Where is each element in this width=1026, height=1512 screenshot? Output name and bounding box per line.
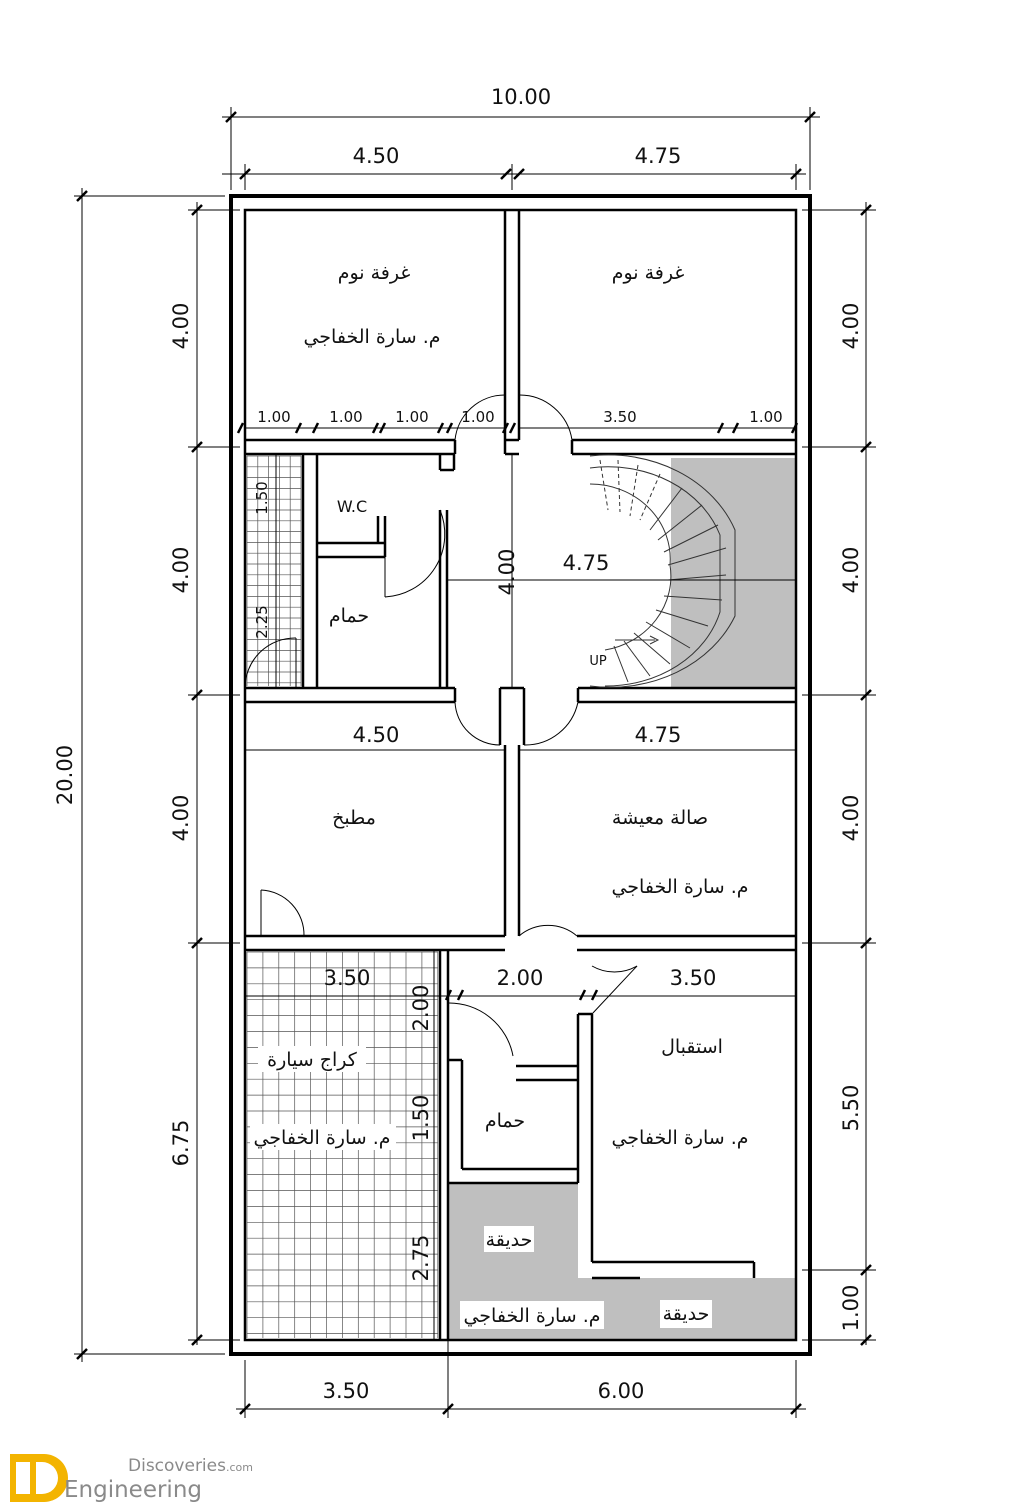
dim-right-row3: 4.00 xyxy=(839,795,863,842)
room-garden-right: حديقة xyxy=(663,1303,710,1325)
room-wc: W.C xyxy=(337,497,367,516)
room-bath-lower: حمام xyxy=(485,1110,525,1132)
watermark-logo xyxy=(10,1454,68,1502)
stair-void-hatch xyxy=(671,458,795,688)
dimension-lines xyxy=(74,107,876,1418)
watermark-brand-top: Discoveries.com xyxy=(128,1456,253,1476)
garage-labels: كراج سيارة م. سارة الخفاجي xyxy=(250,1046,396,1150)
dim-garden-275: 2.75 xyxy=(409,1235,433,1282)
dim-door-1d: 1.00 xyxy=(461,408,494,426)
garden-labels: حديقة م. سارة الخفاجي حديقة xyxy=(460,1226,712,1329)
room-garden-left: حديقة xyxy=(486,1229,533,1251)
dim-living-width: 4.75 xyxy=(635,723,682,747)
credit-bedroom-left: م. سارة الخفاجي xyxy=(303,326,440,348)
dim-top-right: 4.75 xyxy=(635,144,682,168)
room-bath-upper: حمام xyxy=(329,605,369,627)
dim-right-row2: 4.00 xyxy=(839,547,863,594)
spiral-staircase xyxy=(589,454,736,688)
interior-walls xyxy=(245,210,796,1340)
dim-bottom-right: 6.00 xyxy=(598,1379,645,1403)
room-living: صالة معيشة xyxy=(612,807,708,829)
dim-left-row3: 4.00 xyxy=(169,795,193,842)
dim-corr-200: 2.00 xyxy=(409,985,433,1032)
dimension-ticks xyxy=(236,422,799,1001)
room-reception: استقبال xyxy=(661,1036,723,1058)
dim-door-1e: 1.00 xyxy=(749,408,782,426)
credit-garden: م. سارة الخفاجي xyxy=(463,1305,600,1327)
room-kitchen: مطبخ xyxy=(332,807,376,829)
dim-reception-width: 3.50 xyxy=(670,966,717,990)
room-bedroom-right: غرفة نوم xyxy=(612,262,685,284)
dim-hall-width: 4.75 xyxy=(563,551,610,575)
dim-hall-height: 4.00 xyxy=(495,549,519,596)
dim-right-row4: 5.50 xyxy=(839,1085,863,1132)
stair-up-label: UP xyxy=(589,654,607,669)
dim-kitchen-width: 4.50 xyxy=(353,723,400,747)
credit-living: م. سارة الخفاجي xyxy=(611,876,748,898)
dim-wc-225: 2.25 xyxy=(253,605,271,638)
dimension-ticks-outer xyxy=(76,111,872,1415)
tile-strip-wc xyxy=(246,455,302,686)
dim-left-row2: 4.00 xyxy=(169,547,193,594)
watermark: Discoveries.com Engineering xyxy=(10,1454,253,1503)
dim-total-height: 20.00 xyxy=(53,745,77,805)
credit-garage: م. سارة الخفاجي xyxy=(253,1127,390,1149)
room-bedroom-left: غرفة نوم xyxy=(338,262,411,284)
dim-left-row1: 4.00 xyxy=(169,303,193,350)
door-swings xyxy=(244,394,638,1125)
outer-wall-inner xyxy=(243,208,798,1342)
dim-top-left: 4.50 xyxy=(353,144,400,168)
dim-right-row1: 4.00 xyxy=(839,303,863,350)
dim-garage-width: 3.50 xyxy=(324,966,371,990)
dim-left-row4: 6.75 xyxy=(169,1120,193,1167)
dim-door-1b: 1.00 xyxy=(329,408,362,426)
watermark-brand-bottom: Engineering xyxy=(64,1477,202,1503)
dim-corridor-width: 2.00 xyxy=(497,966,544,990)
room-garage: كراج سيارة xyxy=(267,1049,358,1071)
dim-door-1c: 1.00 xyxy=(395,408,428,426)
dim-door-350: 3.50 xyxy=(603,408,636,426)
credit-reception: م. سارة الخفاجي xyxy=(611,1127,748,1149)
outer-wall-outer xyxy=(229,194,812,1356)
dim-corr-150: 1.50 xyxy=(409,1095,433,1142)
dim-bottom-left: 3.50 xyxy=(323,1379,370,1403)
dim-right-row5: 1.00 xyxy=(839,1285,863,1332)
dim-total-width: 10.00 xyxy=(491,85,551,109)
dim-wc-150: 1.50 xyxy=(253,481,271,514)
dim-door-1a: 1.00 xyxy=(257,408,290,426)
